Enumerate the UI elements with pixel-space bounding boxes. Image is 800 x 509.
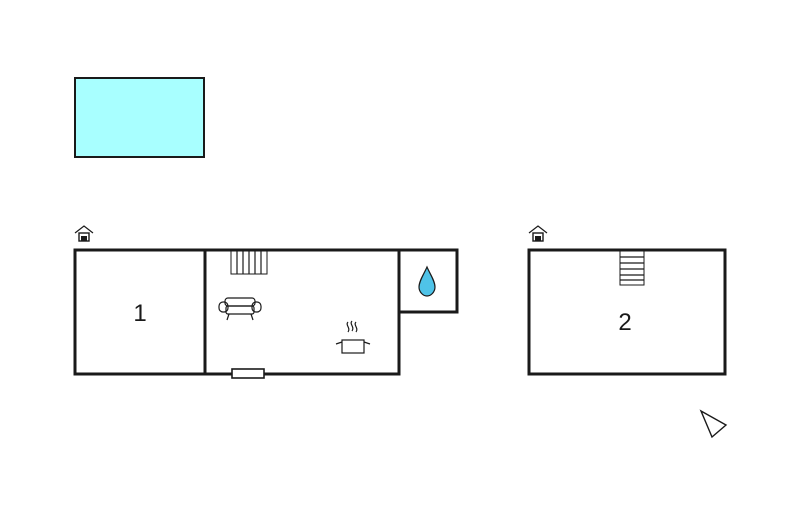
room-label-2: 2 bbox=[618, 309, 631, 336]
water-drop-icon bbox=[418, 265, 436, 297]
entrance-icon-2 bbox=[528, 225, 548, 242]
staircase-icon-2 bbox=[619, 250, 645, 286]
entrance-icon bbox=[74, 225, 94, 242]
stove-pot-icon bbox=[335, 320, 371, 354]
north-arrow-icon bbox=[699, 409, 728, 439]
pool bbox=[74, 77, 205, 158]
building-2-walls bbox=[527, 248, 727, 376]
door-opening bbox=[231, 368, 265, 379]
staircase-icon bbox=[230, 250, 268, 275]
sofa-icon bbox=[218, 297, 262, 321]
room-label-1: 1 bbox=[133, 300, 146, 327]
